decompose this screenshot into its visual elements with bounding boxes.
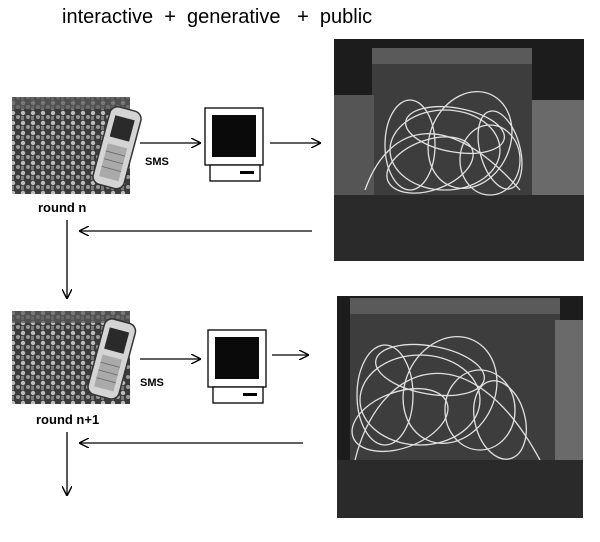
round-1: round n SMS — [12, 39, 584, 298]
round-label: round n — [38, 200, 86, 215]
round-label: round n+1 — [36, 412, 99, 427]
castle-photo — [337, 296, 583, 518]
sms-label: SMS — [145, 156, 169, 168]
computer-icon — [204, 107, 264, 182]
mobile-phone-icon — [92, 106, 142, 190]
round-2: round n+1 SMS — [12, 296, 583, 518]
sms-label: SMS — [140, 377, 164, 389]
computer-icon — [207, 329, 267, 404]
page-title: interactive + generative + public — [62, 6, 373, 28]
mobile-phone-icon — [87, 318, 137, 400]
castle-photo — [334, 39, 584, 261]
